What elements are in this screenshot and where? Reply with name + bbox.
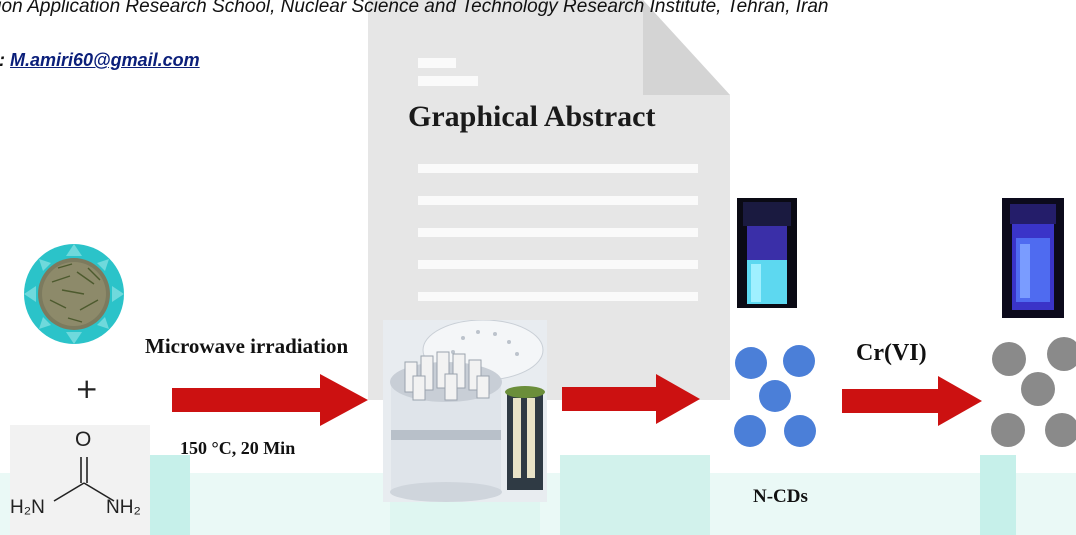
plus-sign: +	[75, 372, 99, 405]
ncds-particles	[734, 345, 816, 447]
arrow-right-icon-2	[562, 374, 700, 424]
quenched-particles	[991, 337, 1076, 447]
author-affiliation: tion Application Research School, Nuclea…	[0, 0, 829, 17]
email-link[interactable]: M.amiri60@gmail.com	[10, 50, 200, 70]
email-prefix: l:	[0, 50, 10, 70]
document-watermark-icon	[368, 0, 730, 400]
graphical-abstract-title: Graphical Abstract	[408, 100, 656, 133]
microwave-reactor-image	[383, 320, 547, 502]
ncds-label: N-CDs	[753, 486, 808, 507]
urea-right-group: NH₂	[106, 497, 141, 518]
urea-left-group: H₂N	[10, 497, 45, 518]
reaction-conditions-label: 150 °C, 20 Min	[180, 438, 296, 458]
ncds-vial-image	[737, 198, 797, 308]
quenched-vial-image	[1002, 198, 1064, 318]
plant-material-bowl-image	[24, 244, 124, 344]
urea-bonds	[53, 457, 115, 502]
arrow-right-icon-3	[842, 376, 982, 426]
email-line: l: M.amiri60@gmail.com	[0, 50, 200, 71]
urea-oxygen: O	[75, 428, 92, 451]
cr-vi-label: Cr(VI)	[856, 340, 927, 366]
microwave-irradiation-label: Microwave irradiation	[145, 334, 349, 358]
arrow-right-icon-1	[172, 374, 368, 426]
urea-structure: O H₂N NH₂	[10, 425, 150, 535]
